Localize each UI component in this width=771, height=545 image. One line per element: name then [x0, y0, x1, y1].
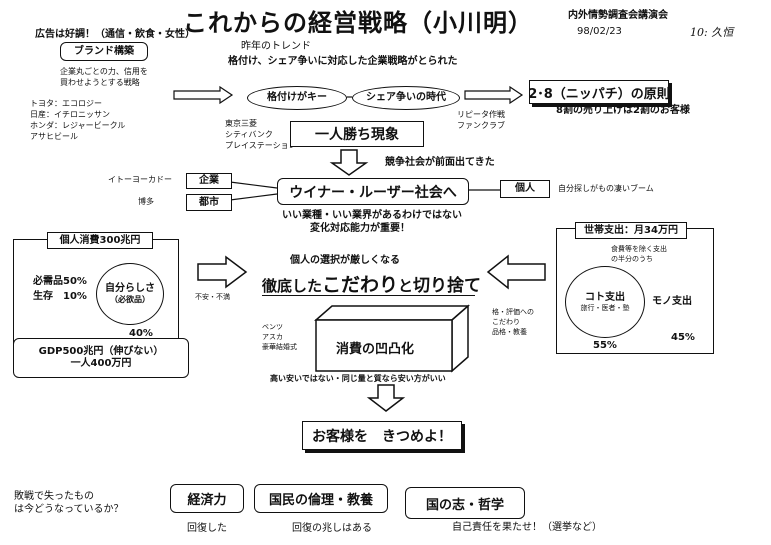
gdp-line-1: GDP500兆円（伸びない）	[38, 346, 164, 357]
bottom-note-3: 自己責任を果たせ！（選挙など）	[452, 522, 602, 533]
winner-loser-box: ウイナー・ルーザー社会へ	[277, 178, 469, 205]
left-panel-arrow	[197, 255, 248, 289]
bottom-question-2: は今どうなっているか？	[14, 504, 124, 515]
philosophy-box: 国の志・哲学	[405, 487, 525, 519]
koto-label: コト支出	[585, 291, 625, 303]
principle-desc: 8割の売り上げは2割のお客様	[556, 105, 690, 116]
koto-sub: 旅行・医者・塾	[580, 303, 630, 312]
self-circle-text-1: 自分らしさ	[105, 283, 155, 294]
ethics-box: 国民の倫理・教養	[254, 484, 388, 513]
oval-rating: 格付けがキー	[247, 86, 347, 110]
headline-part-c: と	[398, 277, 414, 295]
company-1: 東京三菱	[225, 119, 257, 128]
trend-desc: 格付け、シェア争いに対応した企業戦略がとられた	[228, 56, 458, 67]
survival-label: 生存 10%	[33, 291, 87, 302]
connector-kigyo	[229, 181, 278, 189]
right-arrow-note-1: 格・評価への	[492, 308, 534, 316]
bottom-note-2: 回復の兆しはある	[292, 523, 372, 534]
example-2: 日産：イチロニッサン	[30, 110, 110, 119]
hitori-box: 一人勝ち現象	[290, 121, 424, 147]
brand-desc-1: 企業丸ごとの力、信用を	[60, 67, 148, 76]
choice-note: 個人の選択が厳しくなる	[290, 255, 400, 266]
toshi-box: 都市	[186, 194, 232, 211]
economy-box: 経済力	[170, 484, 244, 513]
company-2: シティバンク	[225, 130, 273, 139]
brand-box: ブランド構築	[60, 42, 148, 61]
trend-right-arrow	[464, 85, 524, 105]
bottom-note-1: 回復した	[187, 523, 227, 534]
down-arrow-2	[366, 384, 406, 412]
connector-toshi	[229, 193, 278, 201]
self-circle-text-2: （必欲品）	[110, 295, 150, 304]
handwritten-note: 10: 久恒	[690, 26, 734, 39]
principle-box: 2･8（ニッパチ）の原則	[528, 80, 670, 104]
luxury-3: 豪華結婚式	[262, 343, 297, 351]
oval-share: シェア争いの時代	[352, 86, 460, 110]
company-3: プレイステーション	[225, 141, 297, 150]
kojin-note: 自分探しがもの凄いブーム	[558, 184, 654, 193]
necessity-label: 必需品50%	[33, 276, 87, 287]
society-note-1: いい業種・いい業界があるわけではない	[282, 210, 462, 221]
down-arrow-1	[329, 149, 369, 176]
left-name-2: 博多	[138, 197, 154, 206]
society-note-2: 変化対応能力が重要！	[310, 223, 410, 234]
right-panel-title: 世帯支出：月34万円	[575, 222, 687, 239]
right-arrow-note-2: こだわり	[492, 318, 520, 326]
cube-label: 消費の凹凸化	[336, 342, 415, 357]
page-title: これからの経営戦略（小川明）	[183, 9, 533, 37]
repeat-2: ファンクラブ	[457, 121, 505, 130]
compete-note: 競争社会が前面出てきた	[385, 157, 495, 168]
left-percent: 40%	[129, 328, 153, 339]
headline-part-a: 徹底した	[262, 277, 323, 295]
example-3: ホンダ：レジャービークル	[30, 121, 126, 130]
food-note-2: の半分のうち	[611, 255, 653, 263]
cube-shape	[314, 304, 470, 373]
left-arrow-note: 不安・不満	[195, 293, 230, 301]
headline-underline	[262, 295, 475, 296]
kojin-box: 個人	[500, 180, 550, 198]
headline-part-b: こだわり	[322, 274, 399, 296]
luxury-2: アスカ	[262, 333, 283, 341]
headline: 徹底したこだわりと切り捨て	[262, 270, 481, 297]
gdp-line-2: 一人400万円	[70, 358, 132, 369]
bottom-question-1: 敗戦で失ったもの	[14, 491, 94, 502]
kigyo-box: 企業	[186, 173, 232, 189]
event-date: 98/02/23	[577, 26, 622, 37]
gdp-box: GDP500兆円（伸びない） 一人400万円	[13, 338, 189, 378]
trend-label: 昨年のトレンド	[241, 41, 311, 52]
customer-box: お客様を きつめよ！	[302, 421, 462, 450]
event-name: 内外情勢調査会講演会	[568, 10, 668, 21]
example-4: アサヒビール	[30, 132, 78, 141]
self-circle: 自分らしさ （必欲品）	[96, 263, 164, 325]
value-note: 高い安いではない・同じ量と質なら安い方がいい	[270, 374, 446, 383]
repeat-1: リピータ作戦	[457, 110, 505, 119]
mono-percent: 45%	[671, 332, 695, 343]
food-note-1: 食費等を除く支出	[611, 245, 667, 253]
koto-percent: 55%	[593, 340, 617, 351]
left-panel-title: 個人消費300兆円	[47, 232, 153, 249]
luxury-1: ベンツ	[262, 323, 283, 331]
example-1: トヨタ：エコロジー	[30, 99, 102, 108]
brand-desc-2: 買わせようとする戦略	[60, 78, 140, 87]
right-panel-arrow	[486, 254, 546, 290]
right-arrow-note-3: 品格・教養	[492, 328, 527, 336]
ad-note: 広告は好調！（通信・飲食・女性）	[35, 29, 195, 40]
mono-label: モノ支出	[652, 296, 692, 307]
trend-left-arrow	[173, 85, 234, 105]
left-name-1: イトーヨーカドー	[108, 175, 172, 184]
headline-part-d: 切り捨て	[413, 276, 482, 296]
koto-circle: コト支出 旅行・医者・塾	[565, 266, 645, 338]
